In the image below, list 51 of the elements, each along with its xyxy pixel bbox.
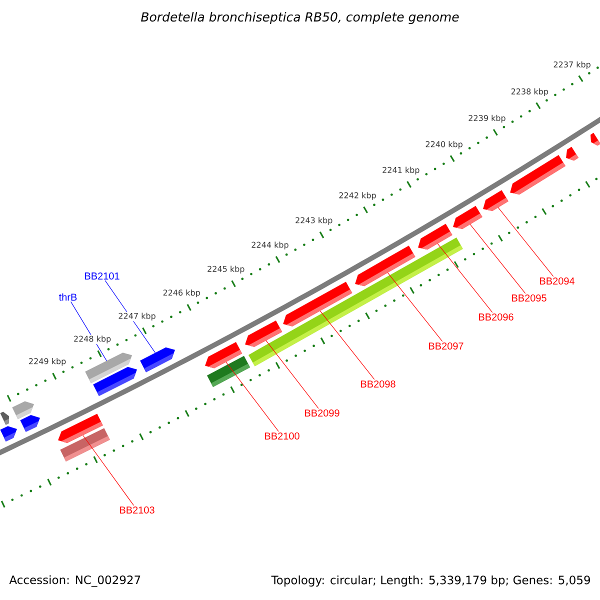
title: Bordetella bronchiseptica RB50, complete genome <box>141 12 459 24</box>
gene-label: thrB <box>58 293 77 301</box>
tick-label: 2243 kbp <box>294 216 334 226</box>
gene-bar <box>60 428 110 462</box>
gene-block <box>20 415 40 432</box>
gene-block <box>140 347 176 372</box>
leader-line <box>320 310 375 380</box>
tick-label: 2249 kbp <box>28 357 67 367</box>
gene-label: BB2103 <box>120 506 154 514</box>
gene-bar <box>206 356 250 387</box>
gene-block <box>510 154 566 195</box>
leader-line <box>498 207 554 277</box>
gene-block <box>355 246 416 286</box>
tick-label: 2245 kbp <box>206 264 246 274</box>
gene-block <box>0 412 9 425</box>
gene-block <box>483 190 508 211</box>
gene-block <box>93 366 138 396</box>
gene-label: BB2098 <box>361 380 396 388</box>
gene-label: BB2096 <box>479 313 514 321</box>
leader-line <box>104 280 156 354</box>
gene-label: BB2099 <box>305 409 340 417</box>
summary-text: Topology: circular; Length: 5,339,179 bp; Genes: 5,059 <box>271 575 590 587</box>
leader-line <box>70 301 107 362</box>
gene-block <box>453 206 482 229</box>
tick-label: 2239 kbp <box>467 114 507 124</box>
tick-label: 2242 kbp <box>338 191 378 201</box>
tick-label: 2244 kbp <box>250 240 290 250</box>
tick-label: 2246 kbp <box>162 288 202 298</box>
gene-block <box>590 132 600 146</box>
leader-line <box>437 243 493 313</box>
tick-label: 2247 kbp <box>117 312 157 322</box>
leader-line <box>82 434 134 506</box>
gene-block <box>283 282 352 326</box>
gene-label: BB2095 <box>512 294 546 302</box>
gene-block <box>418 224 452 250</box>
tick-label: 2237 kbp <box>552 60 592 70</box>
gene-block <box>566 146 578 161</box>
leader-line <box>226 362 279 432</box>
leader-line <box>387 272 443 342</box>
tick-label: 2240 kbp <box>424 140 464 150</box>
gene-label: BB2094 <box>540 277 574 285</box>
tick-label: 2248 kbp <box>72 334 112 344</box>
tick-label: 2238 kbp <box>510 87 550 97</box>
gene-block <box>0 426 17 442</box>
accession-text: Accession: NC_002927 <box>9 575 140 587</box>
gene-label: BB2101 <box>85 272 120 280</box>
gene-label: BB2097 <box>429 342 464 350</box>
gene-label: BB2100 <box>265 432 300 440</box>
leader-line <box>470 224 526 294</box>
leader-line <box>266 340 319 409</box>
tick-label: 2241 kbp <box>381 166 421 176</box>
